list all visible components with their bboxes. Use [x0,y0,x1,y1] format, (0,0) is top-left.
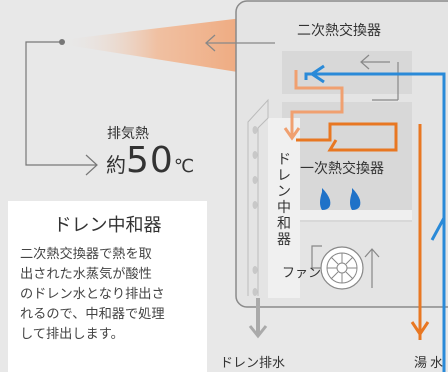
secondary-hx-label: 二次熱交換器 [297,23,381,39]
drain-outlet-arrowhead [248,325,268,339]
hot-water-arrowhead [410,321,430,337]
info-card-line: のドレン水となり排出さ [20,287,165,302]
flame-icon [320,188,331,210]
burner-plate [282,210,412,220]
exhaust-outlet-arrowhead [205,34,216,52]
exhaust-temperature: 約50℃ [106,140,195,181]
cold-water-label: 水 [430,356,444,371]
exhaust-pointer-dot [59,39,65,45]
neutralizer-outline [247,98,269,296]
primary-heat-exchanger [282,102,412,222]
info-card-body: 二次熱交換器で熱を取 出された水蒸気が酸性 のドレン水となり排出さ れるので、中… [20,245,200,345]
info-card-line: 二次熱交換器で熱を取 [20,247,152,262]
primary-hx-label: 一次熱交換器 [300,161,384,177]
fan-icon [311,245,364,290]
hot-water-label: 湯 [414,356,428,371]
drain-outlet-label: ドレン排水 [220,356,286,371]
preheat-flow-pipe [290,70,344,136]
info-card-line: 出された水蒸気が酸性 [20,267,152,282]
cold-water-arrowhead [309,64,325,84]
drain-neutralizer [268,118,300,298]
info-card-title: ドレン中和器 [53,215,162,236]
drain-drops [252,126,258,296]
exhaust-heat-plume [60,14,276,78]
preheat-arrowhead [283,127,301,141]
fan-label: ファン [282,266,322,281]
info-card-line: して排出します。 [20,327,124,342]
cold-water-branch [430,217,446,241]
drain-neutralizer-label: ド レ ン 中 和 器 [277,152,291,248]
air-intake-arrowhead [364,248,380,258]
exhaust-label: 排気熱 [107,126,149,142]
exhaust-arrowhead [85,154,98,176]
info-card-line: れるので、中和器で処理 [20,307,165,322]
flue-arrowhead [360,54,370,70]
primary-coil-pipe [296,122,422,340]
info-card: ドレン中和器 二次熱交換器で熱を取 出された水蒸気が酸性 のドレン水となり排出さ… [8,201,207,372]
flame-icon [350,188,361,210]
exhaust-pointer-line [25,41,96,166]
